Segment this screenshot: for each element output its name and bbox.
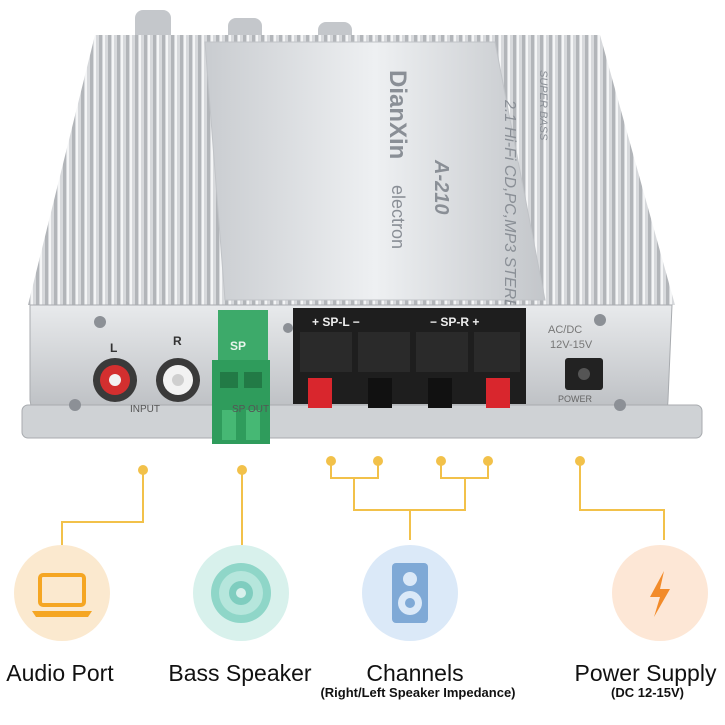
- rca-left-jack: [93, 358, 137, 402]
- port-label-l: L: [110, 341, 117, 355]
- power-supply-circle: [612, 545, 708, 641]
- feature-label-bass-speaker: Bass Speaker: [168, 660, 312, 686]
- laptop-icon: [32, 573, 92, 617]
- sp-terminal-block: SP: [212, 310, 270, 444]
- brand-sub-text: electron: [388, 185, 408, 249]
- power-label: POWER: [558, 394, 593, 404]
- port-label-r: R: [173, 334, 182, 348]
- sp-out-label: SP OUT: [232, 404, 269, 415]
- label-plate: [204, 41, 546, 301]
- sp-r-label: − SP-R +: [430, 315, 479, 329]
- feature-label-power-supply: Power Supply: [574, 660, 717, 686]
- tagline-text: 2.1 Hi-Fi CD,PC,MP3 STEREO AMP: [501, 99, 518, 361]
- badge-text: SUPER BASS: [537, 70, 549, 141]
- base-flange: [21, 404, 703, 439]
- connector-dots: [138, 456, 585, 475]
- feature-label-audio-port: Audio Port: [6, 660, 114, 686]
- callout-connectors: [61, 461, 665, 545]
- bass-speaker-circle: [193, 545, 289, 641]
- model-text: A-210: [430, 159, 452, 214]
- sp-label: SP: [230, 339, 246, 353]
- port-label-input: INPUT: [130, 404, 160, 415]
- power-jack: [565, 358, 603, 390]
- feature-sublabel-channels: (Right/Left Speaker Impedance): [320, 685, 516, 700]
- rca-right-jack: [156, 358, 200, 402]
- speaker-terminals: + SP-L − − SP-R +: [293, 308, 526, 408]
- feature-label-channels: Channels: [366, 660, 464, 686]
- feature-sublabel-power-supply: (DC 12-15V): [611, 685, 684, 700]
- lightning-icon: [650, 571, 670, 617]
- speaker-cone-icon: [211, 563, 271, 623]
- brand-text: DianXin: [384, 70, 411, 159]
- channels-circle: [362, 545, 458, 641]
- power-spec-1: AC/DC: [548, 324, 582, 336]
- sp-l-label: + SP-L −: [312, 315, 360, 329]
- power-spec-2: 12V-15V: [550, 339, 593, 351]
- audio-port-circle: [14, 545, 110, 641]
- plate-text: DianXin electron A-210 2.1 Hi-Fi CD,PC,M…: [384, 70, 549, 361]
- speaker-cabinet-icon: [392, 563, 428, 623]
